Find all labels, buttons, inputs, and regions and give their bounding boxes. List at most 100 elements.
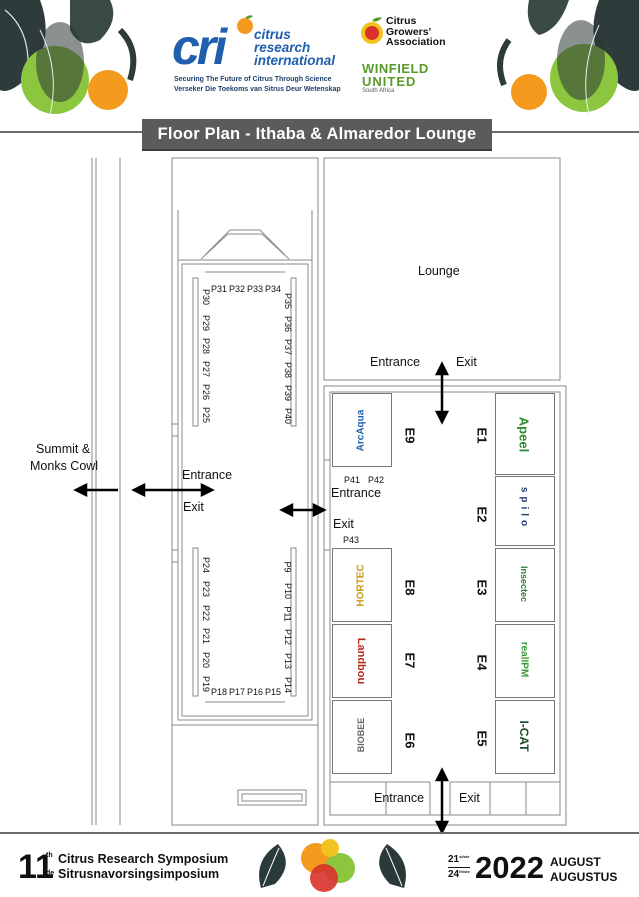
- poster-p37: P37: [283, 338, 294, 356]
- edition-suffix-en: th: [46, 852, 53, 859]
- poster-p31: P31: [211, 284, 228, 294]
- logo-insectec: Insectec: [519, 565, 529, 603]
- poster-p41: P41: [344, 475, 361, 485]
- poster-p42: P42: [368, 475, 385, 485]
- poster-p23: P23: [201, 580, 212, 598]
- cri-logo-abbr: cri: [172, 19, 227, 75]
- lounge-entrance-label: Entrance: [370, 355, 421, 369]
- poster-p22: P22: [201, 604, 212, 622]
- poster-p10: P10: [283, 582, 294, 600]
- logo-realipm: realIPM: [518, 641, 530, 678]
- page-title: Floor Plan - Ithaba & Almaredor Lounge: [142, 119, 492, 151]
- logo-apeel: Apeel: [516, 416, 532, 453]
- poster-p11: P11: [282, 606, 293, 622]
- year: 2022: [475, 850, 544, 885]
- poster-p18: P18: [211, 687, 228, 697]
- poster-p35: P35: [283, 292, 294, 310]
- bottom-exit-label: Exit: [459, 791, 480, 805]
- poster-p29: P29: [201, 314, 212, 332]
- cri-tagline-af: Verseker Die Toekoms van Sitrus Deur Wet…: [174, 86, 341, 93]
- poster-p38: P38: [283, 361, 294, 379]
- cga-fruit-icon: [361, 17, 383, 44]
- cga-logo-line2: Growers': [386, 25, 432, 38]
- poster-p13: P13: [283, 652, 294, 670]
- booth-e9: [332, 393, 392, 467]
- poster-p27: P27: [201, 360, 212, 378]
- poster-p15: P15: [265, 687, 282, 697]
- poster-p19: P19: [201, 675, 212, 693]
- cri-logo-line3: international: [254, 53, 336, 68]
- logo-arcaqua: ArcAqua: [355, 409, 367, 452]
- exhibitor-e6: E6: [402, 732, 418, 749]
- poster-p40: P40: [283, 407, 294, 425]
- orange-fruit-icon: [237, 15, 253, 34]
- cri-logo-line2: research: [254, 40, 311, 55]
- logo-spilo: spilo: [518, 486, 530, 531]
- date-end: 24th/ste: [448, 869, 470, 880]
- header-illustration-left: [0, 0, 137, 116]
- winfield-logo: WINFIELD UNITED South Africa: [362, 62, 462, 96]
- cri-logo-line1: citrus: [254, 27, 291, 42]
- floor-plan-drawing: [73, 157, 567, 835]
- left-entrance-label: Entrance: [182, 468, 233, 482]
- winfield-line3: South Africa: [362, 88, 395, 94]
- cga-logo-line3: Association: [386, 36, 446, 48]
- poster-p17: P17: [229, 687, 246, 697]
- poster-p12: P12: [283, 628, 294, 646]
- cri-tagline-en: Securing The Future of Citrus Through Sc…: [174, 76, 332, 83]
- winfield-line2: UNITED: [362, 74, 417, 89]
- poster-p34: P34: [265, 284, 282, 294]
- poster-p24: P24: [201, 556, 212, 574]
- logo-icat: I-CAT: [517, 720, 531, 752]
- footer-leaf-left-icon: [259, 844, 286, 888]
- booth-e8: [332, 548, 392, 622]
- cga-logo: Citrus Growers' Association: [360, 14, 450, 54]
- exhibitor-e7: E7: [402, 652, 418, 669]
- booth-e6: [332, 700, 392, 774]
- footer-rule: [0, 832, 639, 834]
- summit-label-line2: Monks Cowl: [30, 459, 99, 473]
- exhibitor-e2: E2: [474, 506, 490, 523]
- booth-e1: [495, 393, 555, 475]
- poster-p33: P33: [247, 284, 264, 294]
- booth-e2: [495, 476, 555, 546]
- date-start-suffix: st/ste: [459, 854, 470, 859]
- poster-p14: P14: [283, 676, 294, 694]
- bottom-entrance-label: Entrance: [374, 791, 425, 805]
- lounge-label: Lounge: [418, 264, 460, 278]
- symposium-title-af: Sitrusnavorsingsimposium: [58, 867, 220, 881]
- booth-e5: [495, 700, 555, 774]
- poster-p21: P21: [201, 627, 212, 645]
- date-start: 21st/ste: [448, 854, 470, 865]
- poster-p30: P30: [201, 288, 212, 306]
- left-exit-label: Exit: [183, 500, 204, 514]
- poster-p16: P16: [247, 687, 264, 697]
- date-fraction-line: [448, 867, 470, 868]
- booth-e4: [495, 624, 555, 698]
- footer-fruit-icon: [301, 839, 355, 892]
- date-end-suffix: th/ste: [459, 869, 470, 874]
- month-en: AUGUST: [550, 855, 601, 869]
- exhibitor-e5: E5: [474, 730, 490, 747]
- header-illustration-right: [497, 0, 639, 116]
- symposium-title-en: Citrus Research Symposium: [58, 852, 229, 866]
- poster-p25: P25: [201, 406, 212, 424]
- date-end-day: 24: [448, 869, 460, 880]
- poster-p20: P20: [201, 651, 212, 669]
- logo-landbou: Landbou: [355, 637, 367, 685]
- exhibitor-e4: E4: [474, 654, 490, 671]
- logo-biobee: BIOBEE: [356, 717, 366, 753]
- poster-p39: P39: [283, 384, 294, 402]
- poster-p43: P43: [343, 535, 360, 545]
- poster-p9: P9: [282, 561, 293, 573]
- month-af: AUGUSTUS: [550, 870, 618, 884]
- summit-label-line1: Summit &: [36, 442, 91, 456]
- exhibitor-e3: E3: [474, 579, 490, 596]
- exhibitor-e9: E9: [402, 427, 418, 444]
- edition-suffix-af: de: [46, 870, 55, 877]
- booth-e7: [332, 624, 392, 698]
- lounge-exit-label: Exit: [456, 355, 477, 369]
- poster-p32: P32: [229, 284, 246, 294]
- mid-exit-label: Exit: [333, 517, 354, 531]
- footer-leaf-right-icon: [379, 844, 406, 888]
